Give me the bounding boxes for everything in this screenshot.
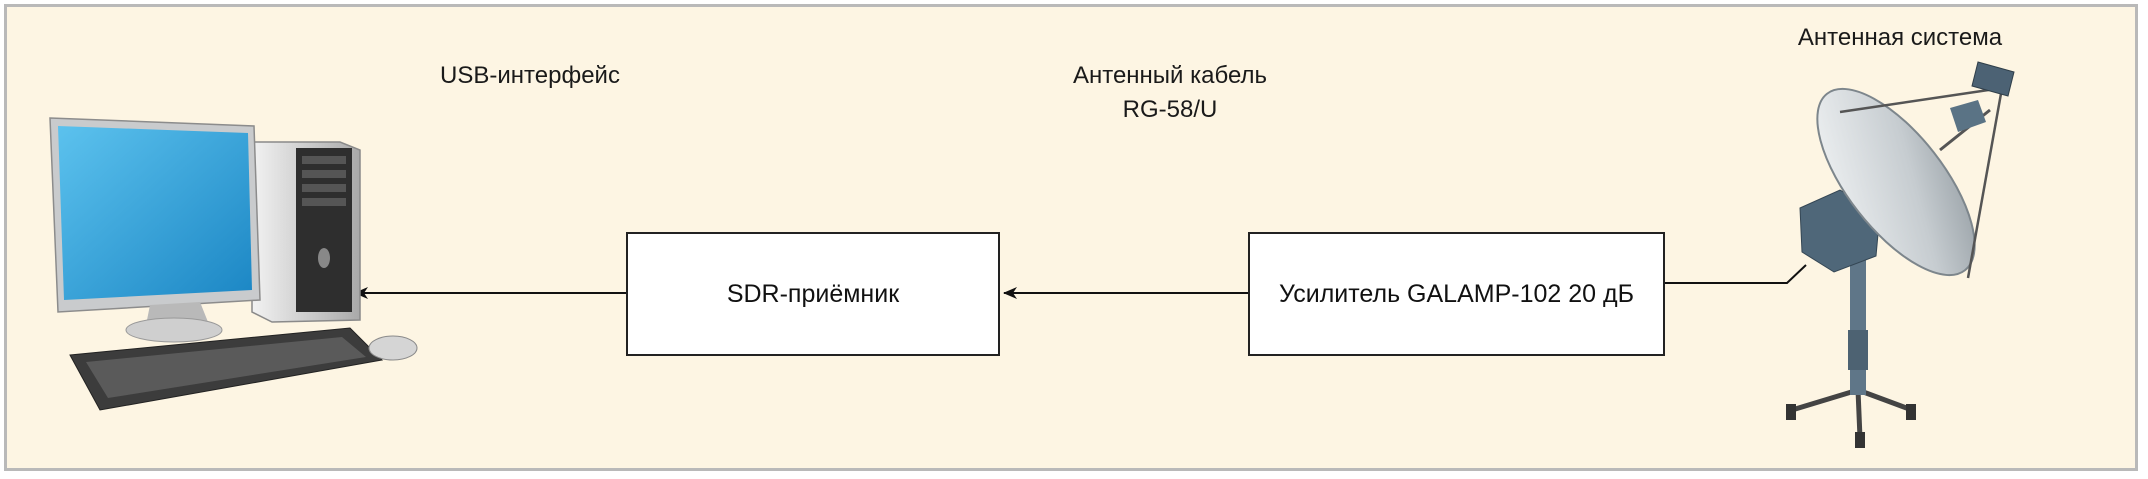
- amplifier-label: Усилитель GALAMP-102 20 дБ: [1279, 279, 1634, 308]
- sdr-receiver-block: SDR-приёмник: [626, 232, 1000, 356]
- antenna-system-label: Антенная система: [1797, 24, 2003, 51]
- antenna-feed-line: [1665, 264, 1807, 284]
- amplifier-block: Усилитель GALAMP-102 20 дБ: [1248, 232, 1665, 356]
- usb-interface-label: USB-интерфейс: [440, 62, 620, 89]
- sdr-receiver-label: SDR-приёмник: [726, 279, 900, 308]
- antenna-cable-label-line2: RG-58/U: [1122, 96, 1218, 123]
- antenna-cable-label-line1: Антенный кабель: [1072, 62, 1268, 89]
- satellite-dish-icon: [1786, 61, 2015, 448]
- computer-icon: [49, 117, 418, 411]
